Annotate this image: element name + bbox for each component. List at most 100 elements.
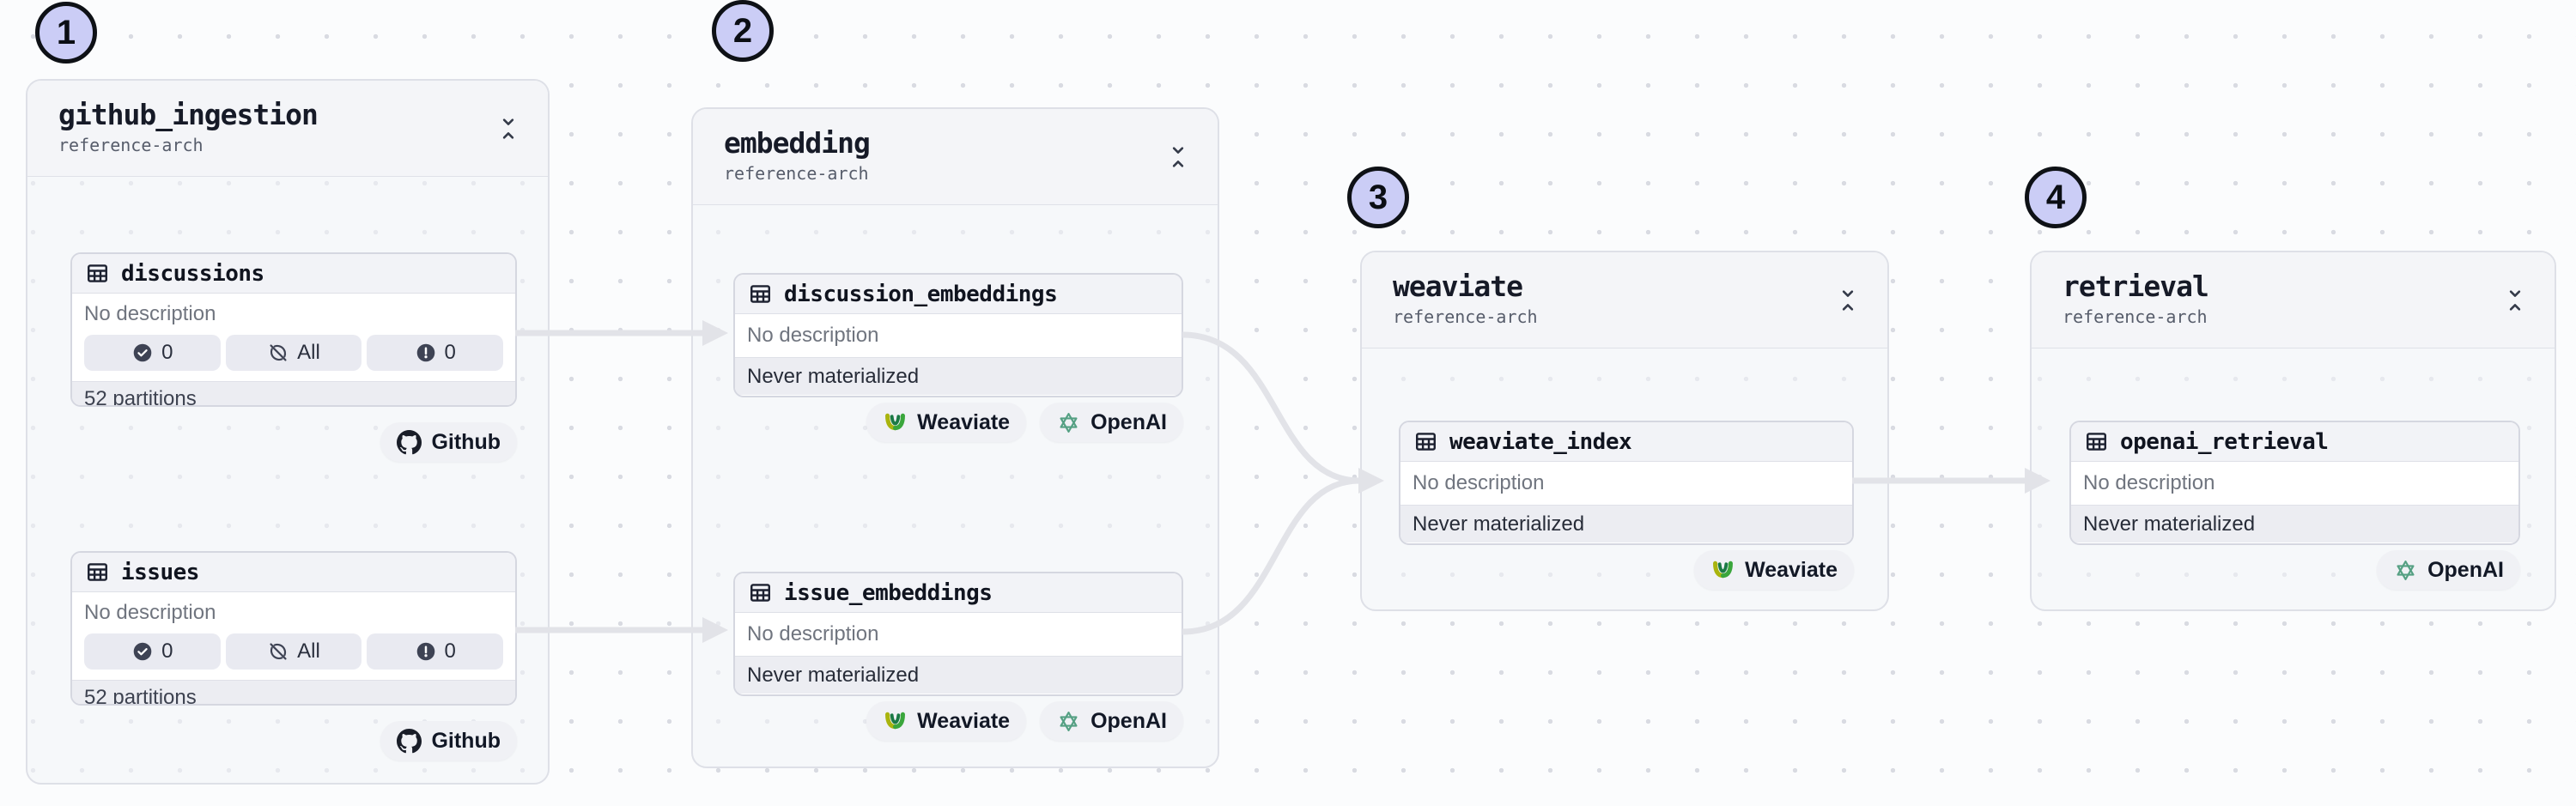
tag-weaviate[interactable]: Weaviate [1694, 550, 1854, 590]
table-icon [748, 282, 773, 306]
partitions-missing-badge[interactable]: All [225, 633, 362, 670]
tag-row: Weaviate OpenAI [733, 701, 1183, 741]
asset-node-issues[interactable]: issues No description 0 All 0 [70, 551, 517, 706]
tag-row: Weaviate OpenAI [733, 403, 1183, 442]
tag-openai[interactable]: OpenAI [1040, 403, 1183, 442]
badge-count: All [297, 639, 320, 663]
weaviate-icon [883, 709, 908, 734]
table-icon [2084, 429, 2109, 454]
partitions-materialized-badge[interactable]: 0 [84, 335, 221, 371]
materialization-status: Never materialized [2071, 505, 2518, 542]
tag-label: Weaviate [1745, 557, 1838, 582]
openai-icon [2393, 558, 2418, 583]
badge-count: All [297, 341, 320, 364]
tag-weaviate[interactable]: Weaviate [866, 403, 1027, 442]
collapse-chevrons-icon [1167, 142, 1189, 172]
asset-node-header: openai_retrieval [2071, 422, 2518, 462]
group-title: github_ingestion [58, 98, 319, 131]
asset-description: No description [747, 324, 879, 347]
asset-name: openai_retrieval [2120, 428, 2329, 455]
collapse-group-button[interactable] [2498, 282, 2532, 319]
tag-row: Github [70, 422, 517, 462]
partition-badges: 0 All 0 [84, 335, 504, 371]
badge-count: 0 [161, 341, 173, 364]
badge-count: 0 [161, 639, 173, 663]
group-title: embedding [724, 126, 871, 160]
table-icon [85, 261, 110, 286]
asset-group-embedding: embedding reference-arch discussion_embe… [691, 107, 1219, 768]
partitions-failed-badge[interactable]: 0 [367, 633, 504, 670]
asset-group-github-ingestion: github_ingestion reference-arch discussi… [26, 79, 550, 785]
group-header: embedding reference-arch [693, 109, 1218, 205]
check-circle-icon [131, 640, 154, 663]
materialization-status: Never materialized [735, 656, 1182, 694]
tag-label: OpenAI [2427, 557, 2504, 582]
asset-group-retrieval: retrieval reference-arch openai_retrieva… [2030, 251, 2556, 611]
collapse-group-button[interactable] [1161, 138, 1195, 176]
badge-count: 0 [444, 341, 456, 364]
step-marker-label: 2 [732, 11, 753, 50]
tag-row: Weaviate [1399, 550, 1854, 590]
asset-node-discussions[interactable]: discussions No description 0 All 0 [70, 252, 517, 407]
group-header: github_ingestion reference-arch [27, 81, 548, 177]
partition-count-footer: 52 partitions [72, 381, 515, 405]
group-subtitle: reference-arch [58, 135, 204, 155]
step-marker-1: 1 [35, 2, 97, 64]
partitions-failed-badge[interactable]: 0 [367, 335, 504, 371]
asset-node-weaviate-index[interactable]: weaviate_index No description Never mate… [1399, 421, 1854, 545]
openai-icon [1056, 410, 1081, 435]
asset-name: issues [121, 559, 199, 585]
asset-description: No description [2083, 471, 2215, 494]
weaviate-icon [883, 410, 908, 435]
partitions-missing-badge[interactable]: All [225, 335, 362, 371]
step-marker-4: 4 [2025, 167, 2087, 228]
asset-node-body: No description 0 All 0 [72, 592, 515, 680]
asset-description: No description [84, 302, 216, 325]
step-marker-3: 3 [1347, 167, 1409, 228]
collapse-group-button[interactable] [1831, 282, 1865, 319]
tag-openai[interactable]: OpenAI [1040, 701, 1183, 741]
collapse-chevrons-icon [1837, 286, 1859, 315]
group-title: retrieval [2063, 270, 2209, 303]
partitions-materialized-badge[interactable]: 0 [84, 633, 221, 670]
badge-count: 0 [444, 639, 456, 663]
tag-github[interactable]: Github [380, 422, 517, 462]
group-subtitle: reference-arch [1393, 306, 1538, 327]
asset-node-body: No description [735, 314, 1182, 357]
table-icon [85, 560, 110, 585]
step-marker-label: 1 [56, 13, 76, 52]
partition-badges: 0 All 0 [84, 633, 504, 670]
asset-node-discussion-embeddings[interactable]: discussion_embeddings No description Nev… [733, 273, 1183, 397]
tag-row: OpenAI [2069, 550, 2520, 590]
materialization-status: Never materialized [735, 357, 1182, 395]
circle-off-icon [267, 342, 289, 364]
asset-node-body: No description [2071, 462, 2518, 505]
tag-label: Weaviate [917, 708, 1011, 733]
tag-label: OpenAI [1091, 409, 1167, 434]
step-marker-2: 2 [712, 0, 774, 62]
asset-name: discussions [121, 260, 264, 287]
asset-node-issue-embeddings[interactable]: issue_embeddings No description Never ma… [733, 572, 1183, 696]
asset-description: No description [84, 601, 216, 624]
asset-description: No description [747, 622, 879, 645]
asset-node-header: issues [72, 553, 515, 592]
asset-node-header: discussion_embeddings [735, 275, 1182, 314]
tag-openai[interactable]: OpenAI [2377, 550, 2520, 590]
circle-off-icon [267, 640, 289, 663]
group-header: retrieval reference-arch [2032, 252, 2555, 348]
tag-label: OpenAI [1091, 708, 1167, 733]
asset-node-header: weaviate_index [1400, 422, 1852, 462]
asset-node-body: No description [735, 613, 1182, 656]
materialization-status: Never materialized [1400, 505, 1852, 542]
partition-count-footer: 52 partitions [72, 680, 515, 704]
asset-description: No description [1413, 471, 1545, 494]
tag-label: Weaviate [917, 409, 1011, 434]
group-title: weaviate [1393, 270, 1523, 303]
tag-weaviate[interactable]: Weaviate [866, 701, 1027, 741]
asset-node-openai-retrieval[interactable]: openai_retrieval No description Never ma… [2069, 421, 2520, 545]
tag-github[interactable]: Github [380, 721, 517, 761]
asset-name: discussion_embeddings [784, 281, 1058, 307]
collapse-group-button[interactable] [491, 110, 526, 148]
asset-name: weaviate_index [1449, 428, 1632, 455]
asset-name: issue_embeddings [784, 579, 993, 606]
